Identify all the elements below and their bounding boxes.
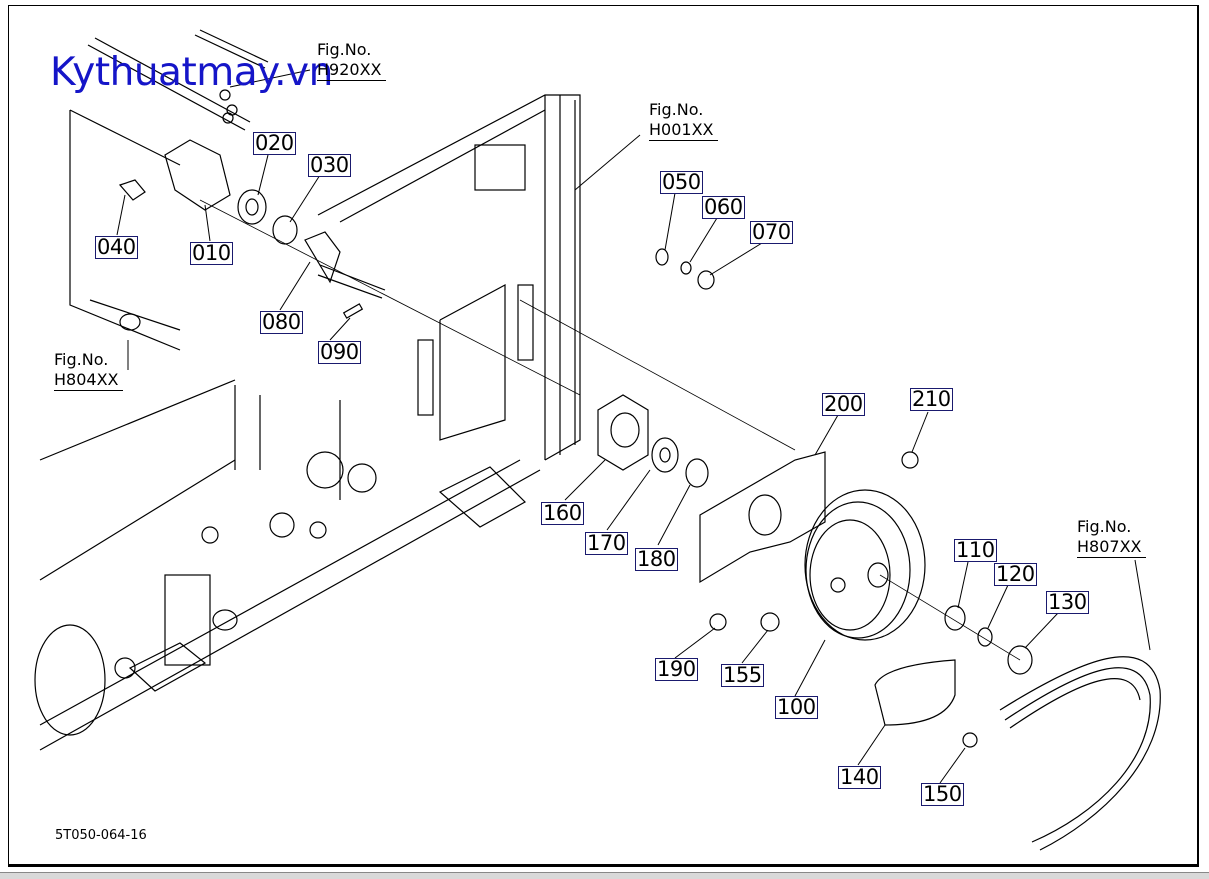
- part-label-030[interactable]: 030: [308, 153, 351, 177]
- part-label-040[interactable]: 040: [95, 235, 138, 259]
- upper-rail: [87, 29, 269, 131]
- part-label-210[interactable]: 210: [910, 387, 953, 411]
- diagram-frame: [8, 5, 1199, 867]
- fig-ref-code: H920XX: [317, 60, 386, 81]
- part-label-100[interactable]: 100: [775, 695, 818, 719]
- part-label-155[interactable]: 155: [721, 663, 764, 687]
- bracket: [699, 451, 826, 584]
- part-label-080[interactable]: 080: [260, 310, 303, 334]
- part-label-020[interactable]: 020: [253, 131, 296, 155]
- pulley: [804, 489, 1033, 726]
- part-label-090[interactable]: 090: [318, 340, 361, 364]
- fig-ref-label: Fig.No.: [54, 350, 109, 369]
- fig-ref-label: Fig.No.: [649, 100, 704, 119]
- shaft-assembly: [118, 139, 581, 396]
- fig-ref-code: H804XX: [54, 370, 123, 391]
- part-label-150[interactable]: 150: [921, 782, 964, 806]
- part-label-190[interactable]: 190: [655, 657, 698, 681]
- part-label-130[interactable]: 130: [1046, 590, 1089, 614]
- bearing-flange: [519, 299, 796, 488]
- part-label-170[interactable]: 170: [585, 531, 628, 555]
- chassis: [34, 109, 541, 751]
- part-label-010[interactable]: 010: [190, 241, 233, 265]
- part-label-120[interactable]: 120: [994, 562, 1037, 586]
- fig-ref-h001xx[interactable]: Fig.No. H001XX: [649, 100, 718, 141]
- fig-ref-label: Fig.No.: [1077, 517, 1132, 536]
- part-label-200[interactable]: 200: [822, 392, 865, 416]
- part-label-160[interactable]: 160: [541, 501, 584, 525]
- fasteners: [655, 248, 978, 748]
- part-label-070[interactable]: 070: [750, 220, 793, 244]
- part-label-110[interactable]: 110: [954, 538, 997, 562]
- v-belt: [999, 656, 1161, 851]
- fig-ref-h804xx[interactable]: Fig.No. H804XX: [54, 350, 123, 391]
- fig-ref-h807xx[interactable]: Fig.No. H807XX: [1077, 517, 1146, 558]
- fig-ref-h920xx[interactable]: Fig.No. H920XX: [317, 40, 386, 81]
- drawing-code: 5T050-064-16: [55, 828, 147, 843]
- part-label-060[interactable]: 060: [702, 195, 745, 219]
- leader-lines: [116, 69, 1151, 784]
- part-label-050[interactable]: 050: [660, 170, 703, 194]
- fig-ref-code: H807XX: [1077, 537, 1146, 558]
- fig-ref-code: H001XX: [649, 120, 718, 141]
- main-frame: [317, 94, 581, 461]
- part-label-180[interactable]: 180: [635, 547, 678, 571]
- part-label-140[interactable]: 140: [838, 765, 881, 789]
- fig-ref-label: Fig.No.: [317, 40, 372, 59]
- bottom-scrollbar-area: [0, 872, 1209, 879]
- watermark-logo: Kythuatmay.vn: [50, 50, 333, 95]
